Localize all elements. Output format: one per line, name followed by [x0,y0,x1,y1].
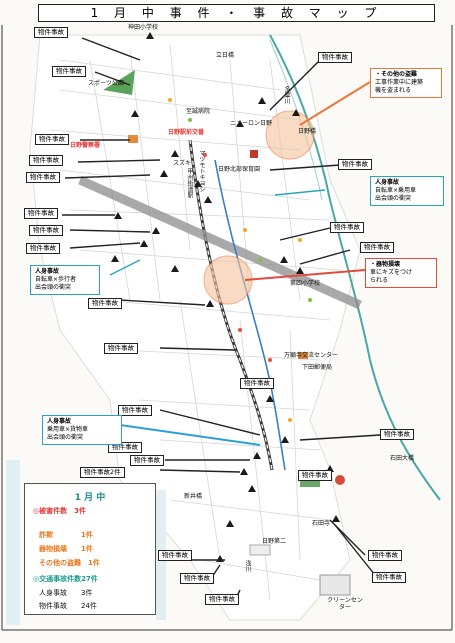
map-title: 1 月 中 事 件 ・ 事 故 マ ッ プ [38,4,435,22]
place-label: 至誠病院 [186,108,211,115]
place-label: 神田小学校 [128,24,159,31]
callout-heading: ・その他の盗難 [375,71,418,78]
place-label: 浅川 [244,560,251,572]
place-label: 下田郵便局 [302,364,333,371]
traffic-total: ◎交通事故件数27件 [33,575,98,583]
callout-heading: ・器物損壊 [370,261,401,268]
incident-label: 物件事故 [330,222,364,233]
callout-text: られる [370,277,389,284]
incident-label: 物件事故 [380,429,414,440]
callout-text: 自転車×歩行者 [35,276,77,283]
incident-label: 物件事故 [108,442,142,453]
incident-label: 物件事故 [158,550,192,561]
incident-label: 物件事故2件 [80,467,125,478]
place-label: 日野警察署 [70,142,101,149]
place-label: 多摩川 [283,86,290,104]
place-label: マツモトキヨシ [198,150,205,192]
place-label: 石田大橋 [390,455,415,462]
theft-callout: ・その他の盗難 工事作業中に建築 機を盗まれる [370,68,442,98]
callout-text: 車にキズをつけ [370,269,413,276]
incident-label: 物件事故 [205,594,239,605]
place-label: 甲州街道駅 [186,168,193,198]
incident-label: 物件事故 [88,298,122,309]
callout-text: 出会頭の衝突 [375,195,412,202]
callout-text: 出会頭の衝突 [47,434,84,441]
crime-item: 器物損壊 1件 [39,545,93,553]
incident-label: 物件事故 [104,343,138,354]
place-label: 石田寺 [312,520,331,527]
incident-label: 物件事故 [180,573,214,584]
incident-label: 物件事故 [338,159,372,170]
incident-label: 物件事故 [29,225,63,236]
incident-label: 物件事故 [52,66,86,77]
incident-label: 物件事故 [24,208,58,219]
callout-text: 出会頭の衝突 [35,284,72,291]
place-label: ニューロン日野 [230,120,273,127]
place-label: クリーンセンター [327,597,363,611]
place-label: 立日橋 [216,52,235,59]
incident-label: 物件事故 [35,134,69,145]
callout-text: 工事作業中に建築 [375,79,424,86]
incident-label: 物件事故 [29,155,63,166]
incident-label: 物件事故 [318,52,352,63]
crime-item: その他の盗難 1件 [39,559,100,567]
traffic-item: 人身事故 3件 [39,589,93,597]
crime-total: ◎被害件数 3件 [33,507,86,515]
injury-callout: 人身事故 自転車×乗用車 出会頭の衝突 [370,176,444,206]
crime-item: 詐欺 1件 [39,531,93,539]
incident-label: 物件事故 [372,572,406,583]
summary-panel: 1 月 中 ◎被害件数 3件 詐欺 1件 器物損壊 1件 その他の盗難 1件 ◎… [24,483,156,615]
incident-label: 物件事故 [298,470,332,481]
injury-callout: 人身事故 乗用車×貨物車 出会頭の衝突 [42,415,122,445]
callout-heading: 人身事故 [35,268,60,275]
callout-text: 機を盗まれる [375,87,412,94]
incident-label: 物件事故 [26,243,60,254]
place-label: 万願寺交流センター [284,352,339,359]
callout-heading: 人身事故 [375,179,400,186]
incident-label: 物件事故 [360,242,394,253]
injury-callout: 人身事故 自転車×歩行者 出会頭の衝突 [30,265,100,295]
place-label: スズキ [173,160,192,167]
place-label: 日野駅前交番 [168,129,205,136]
incident-label: 物件事故 [26,172,60,183]
place-label: 第四小学校 [290,280,321,287]
place-label: 日野第二 [262,538,287,545]
place-label: 日野北部保育園 [218,166,261,173]
incident-label: 物件事故 [34,27,68,38]
incident-label: 物件事故 [368,550,402,561]
callout-text: 乗用車×貨物車 [47,426,89,433]
callout-text: 自転車×乗用車 [375,187,417,194]
summary-title: 1 月 中 [74,493,106,503]
incident-label: 物件事故 [240,378,274,389]
place-label: 日野橋 [298,128,317,135]
traffic-item: 物件事故 24件 [39,602,97,610]
callout-heading: 人身事故 [47,418,72,425]
damage-callout: ・器物損壊 車にキズをつけ られる [365,258,437,288]
place-label: スポーツ公園 [88,80,124,87]
incident-label: 物件事故 [118,405,152,416]
incident-label: 物件事故 [130,455,164,466]
place-label: 新井橋 [184,493,203,500]
